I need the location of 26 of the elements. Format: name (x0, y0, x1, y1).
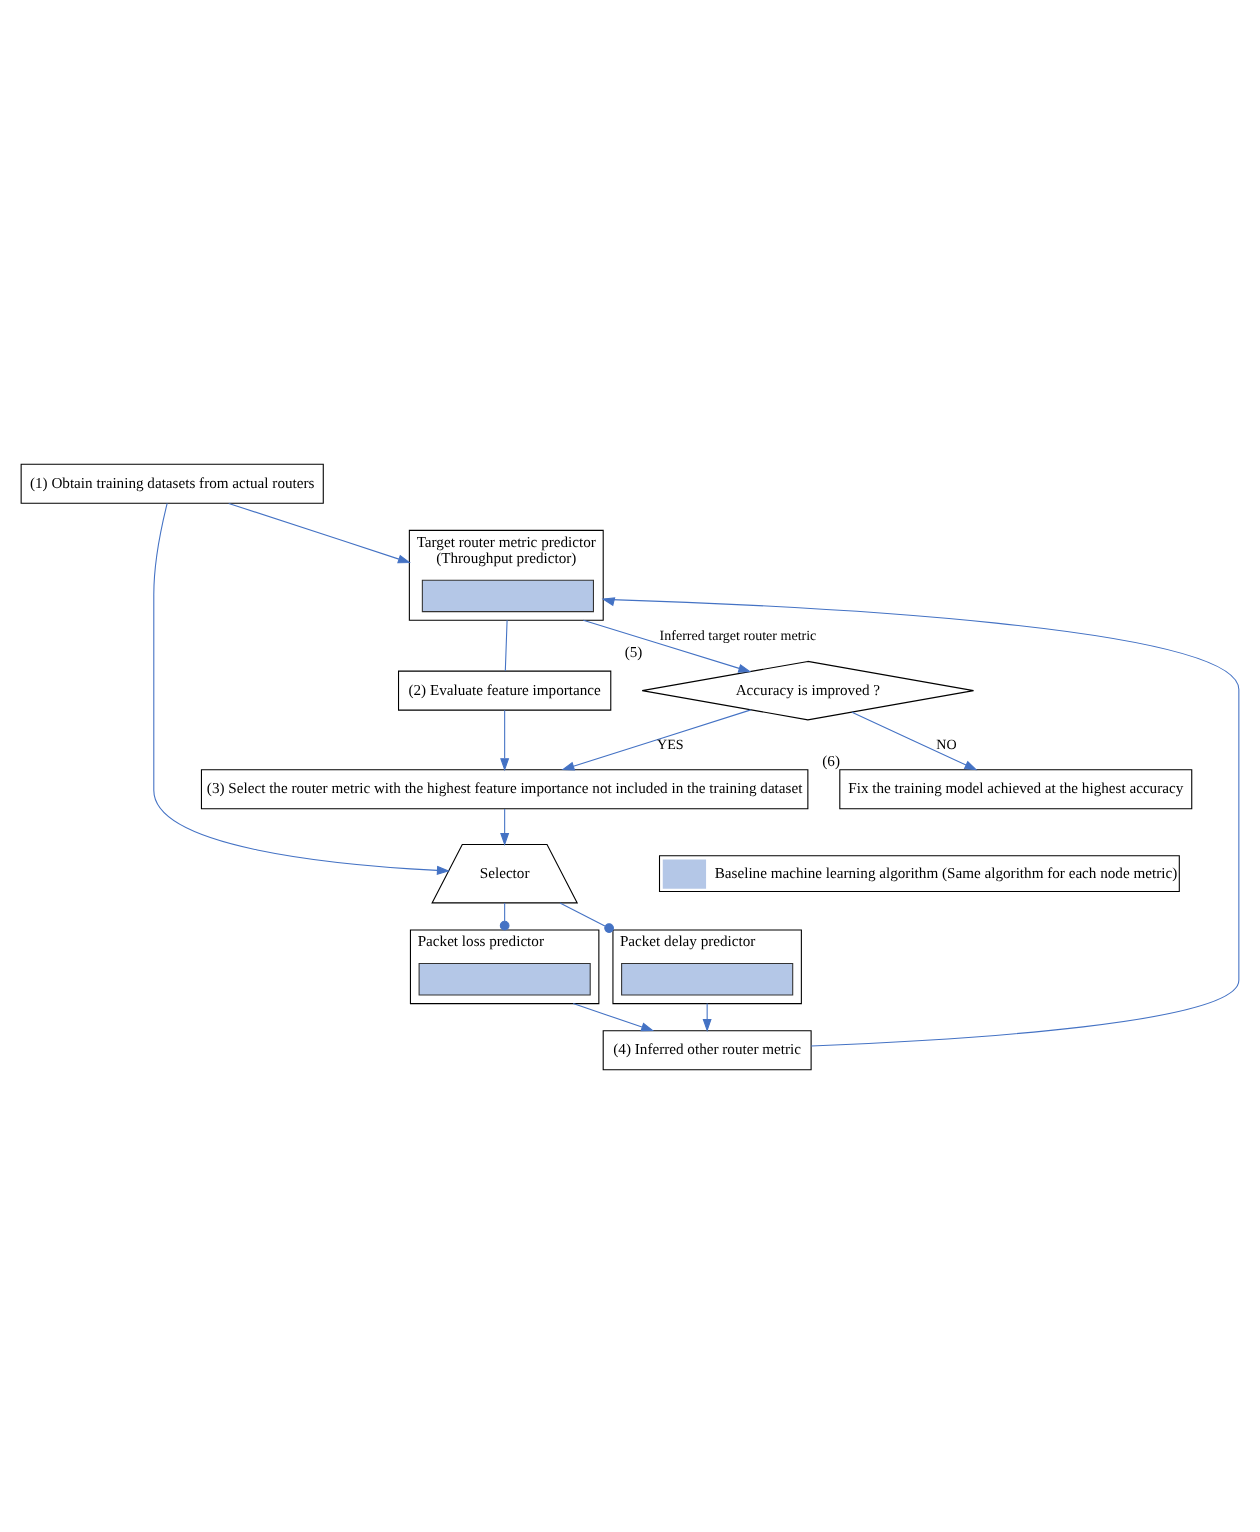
cluster: Target router metric predictor (Throughput predictor) (408, 528, 604, 620)
node-bar (418, 962, 591, 995)
node-label: (6) (822, 750, 840, 769)
arrow (153, 501, 450, 874)
cluster: Packet loss predictor (409, 928, 600, 1004)
node-box: Fix the training model achieved at the highest accuracy (839, 768, 1193, 809)
node-label: (5) (624, 642, 643, 661)
node-bar (621, 962, 794, 995)
node-box: (3) Select the router metric with the highest feature importance not included in the training dataset (200, 768, 809, 809)
arrow (601, 596, 1240, 1046)
arrow (851, 710, 978, 770)
arrow (582, 618, 752, 672)
node-box: (1) Obtain training datasets from actual routers (20, 462, 324, 503)
node-bar (421, 578, 594, 612)
node-box: (4) Inferred other router metric (602, 1029, 812, 1070)
arrow (561, 708, 752, 770)
node-box: (2) Evaluate feature importance (398, 669, 612, 710)
connector (504, 618, 508, 671)
connector (499, 901, 510, 930)
arrow (500, 708, 510, 771)
arrow (572, 1002, 655, 1031)
legend-label: Baseline machine learning algorithm (Same algorithm for each node metric) (714, 863, 1178, 882)
cluster: Packet delay predictor (612, 928, 802, 1004)
connector (559, 901, 614, 932)
arrow (500, 807, 510, 845)
arrow (228, 501, 411, 563)
